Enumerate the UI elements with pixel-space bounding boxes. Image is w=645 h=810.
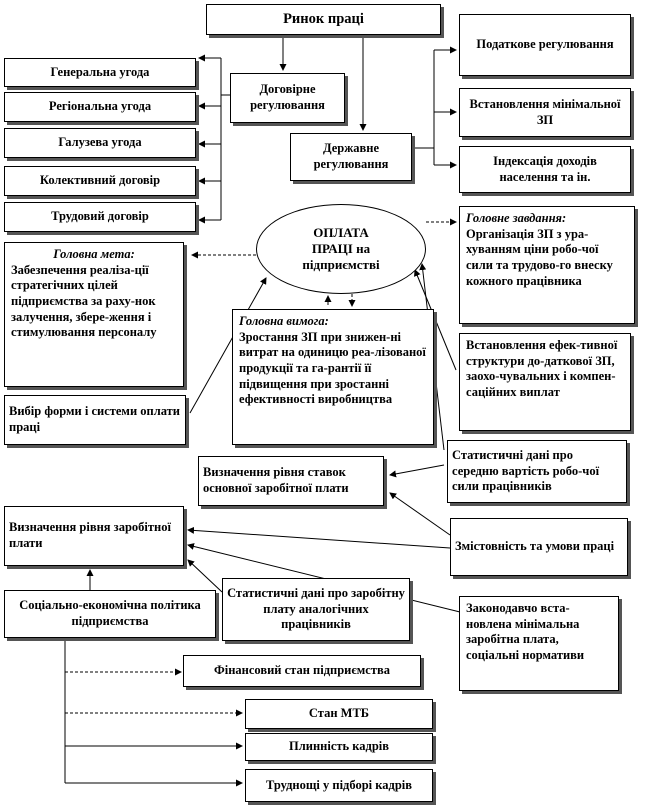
similar-workers-stats-box: Статистичні дані про заробітну плату ана… [222, 578, 410, 641]
main-requirement-box: Головна вимога: Зростання ЗП при знижен-… [232, 309, 434, 445]
agreement-collective-box: Колективний договір [4, 166, 196, 196]
main-task-heading: Головне завдання: [466, 211, 567, 225]
income-indexation-box: Індексація доходів населення та ін. [459, 146, 631, 193]
arrow-choice-to-oval [189, 277, 267, 414]
labor-cost-stats-box: Статистичні дані про середню вартість ро… [447, 440, 627, 503]
agreement-regional-box: Регіональна угода [4, 92, 196, 122]
min-wage-setting-box: Встановлення мінімальної ЗП [459, 88, 631, 137]
state-regulation-box: Державне регулювання [290, 133, 412, 181]
main-goal-box: Головна мета: Забезпечення реаліза-ції с… [4, 242, 184, 387]
legal-min-wage-box: Законодавчо вста-новлена мінімальна заро… [459, 596, 619, 691]
main-task-box: Головне завдання: Організація ЗП з ура-х… [459, 206, 635, 324]
arrow-statcost-to-rate [389, 464, 445, 478]
labor-market-box: Ринок праці [206, 4, 441, 35]
arrow-content-to-wage [187, 526, 451, 549]
financial-state-box: Фінансовий стан підприємства [183, 655, 421, 687]
agreement-sectoral-box: Галузева угода [4, 128, 196, 158]
main-goal-heading: Головна мета: [53, 247, 135, 261]
work-content-box: Змістовність та умови праці [450, 518, 628, 576]
main-requirement-heading: Головна вимога: [239, 314, 329, 328]
contract-regulation-box: Договірне регулювання [230, 73, 345, 123]
arrow-statwage-to-wage [187, 559, 223, 593]
wage-center-oval: ОПЛАТА ПРАЦІ на підприємстві [256, 204, 426, 294]
mtb-state-box: Стан МТБ [245, 699, 433, 729]
pay-system-choice-box: Вибір форми і системи оплати праці [4, 395, 186, 445]
company-policy-box: Соціально-економічна політика підприємст… [4, 590, 216, 638]
base-rate-level-box: Визначення рівня ставок основної заробіт… [198, 456, 384, 506]
main-requirement-text: Зростання ЗП при знижен-ні витрат на оди… [239, 329, 426, 407]
agreement-general-box: Генеральна угода [4, 58, 196, 87]
main-task-text: Організація ЗП з ура-хуванням ціни робо-… [466, 226, 613, 288]
pay-structure-box: Встановлення ефек-тивної структури до-да… [459, 333, 631, 431]
wage-level-box: Визначення рівня заробітної плати [4, 506, 184, 566]
tax-regulation-box: Податкове регулювання [459, 14, 631, 76]
main-goal-text: Забезпечення реаліза-ції стратегічних ці… [11, 262, 157, 340]
hiring-difficulties-box: Труднощі у підборі кадрів [245, 769, 433, 802]
arrow-structure-to-oval [414, 269, 457, 371]
agreement-labor-box: Трудовий договір [4, 202, 196, 232]
arrow-content-to-rate [389, 492, 451, 536]
staff-turnover-box: Плинність кадрів [245, 733, 433, 761]
